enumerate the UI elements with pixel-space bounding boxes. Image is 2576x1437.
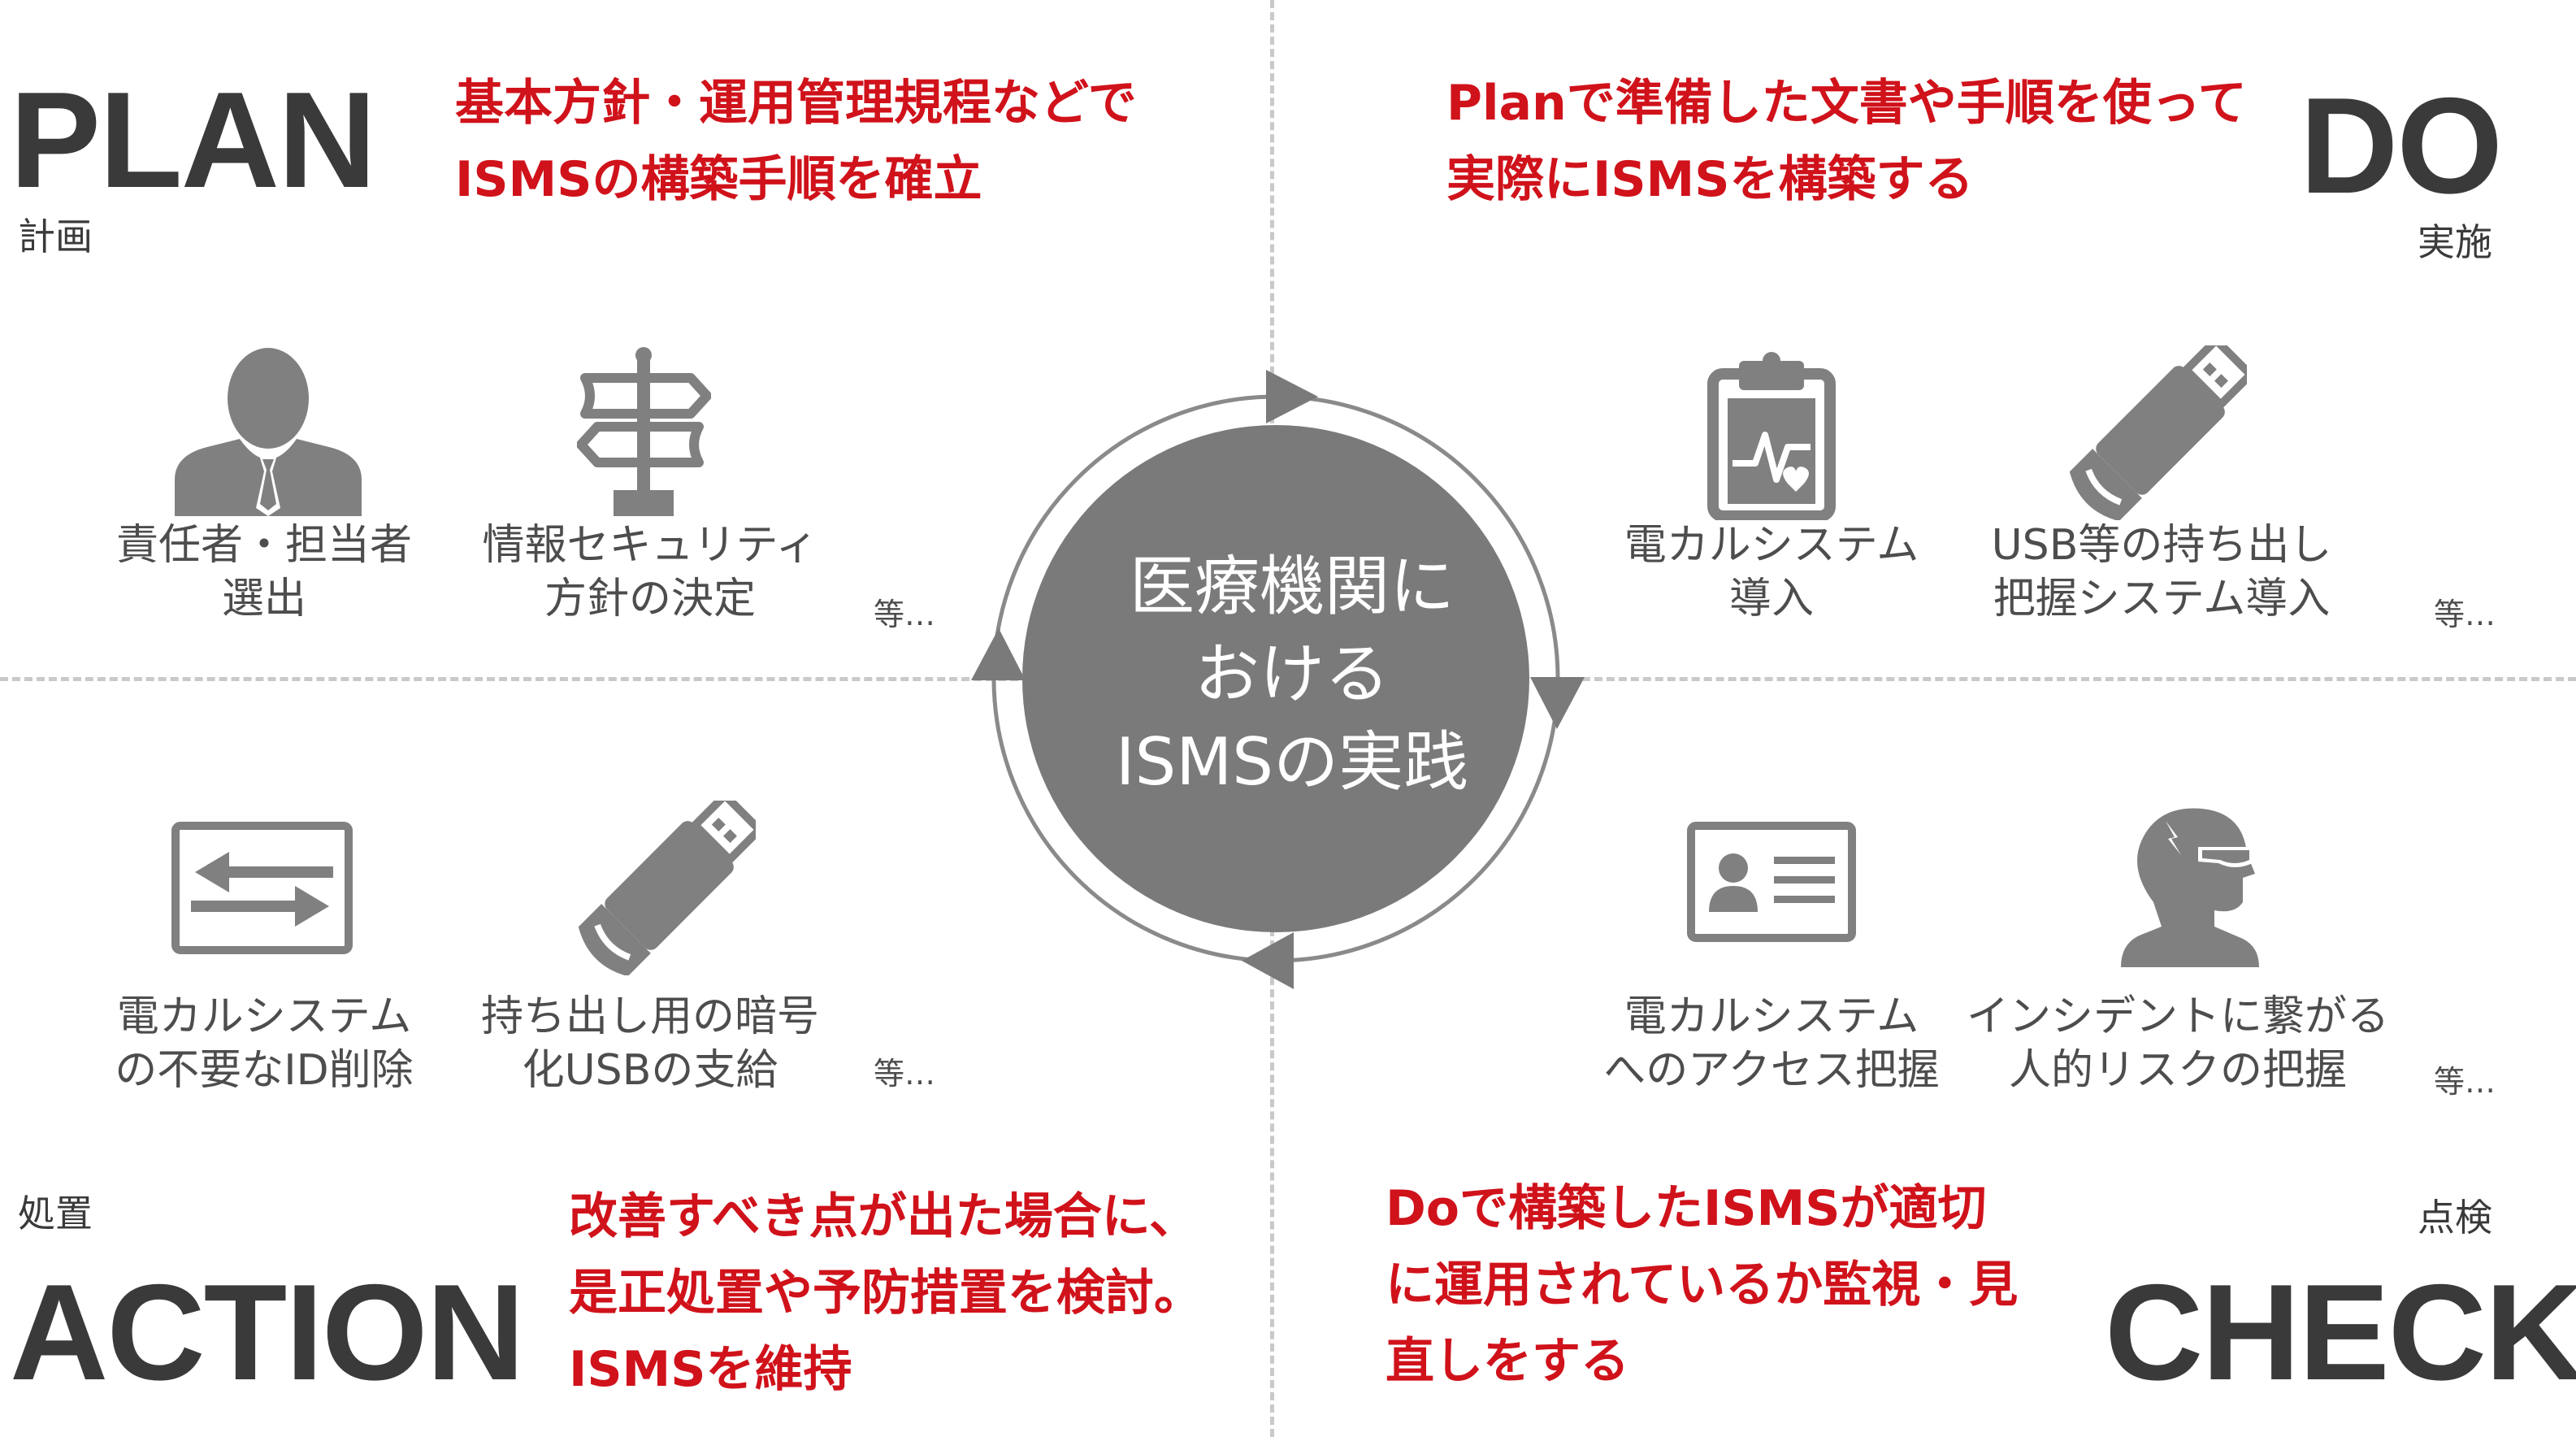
check-item-1-line-1: 電カルシステム [1624, 992, 1919, 1041]
do-title: DO [2300, 69, 2503, 222]
pdca-cycle [971, 370, 1585, 989]
center-disc [1022, 425, 1529, 932]
do-item-2-label: USB等の持ち出し 把握システム導入 [1967, 519, 2357, 626]
hacker-icon [2121, 808, 2259, 967]
clipboard-heart-icon [1707, 352, 1836, 520]
check-item-2-line-2: 人的リスクの把握 [2008, 1046, 2347, 1095]
center-line-2: おける [1195, 636, 1390, 712]
action-title: ACTION [10, 1256, 525, 1409]
plan-item-1-line-2: 選出 [221, 575, 306, 623]
check-title: CHECK [2105, 1256, 2576, 1409]
do-item-1-line-2: 導入 [1728, 575, 1814, 623]
check-etc: 等… [2434, 1064, 2496, 1100]
action-description: 改善すべき点が出た場合に、 是正処置や予防措置を検討。 ISMSを維持 [569, 1179, 1203, 1408]
plan-description: 基本方針・運用管理規程などで ISMSの構築手順を確立 [455, 65, 1137, 218]
check-item-2-label: インシデントに繋がる 人的リスクの把握 [1967, 990, 2389, 1097]
check-item-2-line-1: インシデントに繋がる [1967, 992, 2390, 1041]
exchange-arrows-icon [171, 822, 353, 954]
do-description-line-2: 実際にISMSを構築する [1446, 151, 1974, 208]
plan-item-2-label: 情報セキュリティ 方針の決定 [471, 519, 829, 626]
action-item-2-line-2: 化USBの支給 [522, 1046, 778, 1095]
do-item-1-label: 電カルシステム 導入 [1593, 519, 1950, 626]
usb-drive-icon [2069, 345, 2247, 520]
action-item-1-line-2: の不要なID削除 [115, 1046, 414, 1095]
plan-etc: 等… [874, 597, 936, 632]
check-description-line-2: に運用されているか監視・見 [1386, 1257, 2019, 1313]
check-subtitle: 点検 [2418, 1196, 2492, 1239]
plan-item-2-line-2: 方針の決定 [544, 575, 756, 623]
center-line-3: ISMSの実践 [1115, 724, 1469, 800]
plan-description-line-1: 基本方針・運用管理規程などで [455, 75, 1137, 132]
action-item-1-line-1: 電カルシステム [116, 992, 412, 1041]
center-title: 医療機関に おける ISMSの実践 [1028, 543, 1556, 806]
arrow-top-icon [1266, 370, 1318, 423]
check-item-1-line-2: へのアクセス把握 [1603, 1046, 1940, 1095]
do-item-2-line-2: 把握システム導入 [1993, 575, 2331, 623]
plan-item-2-line-1: 情報セキュリティ [482, 521, 818, 570]
plan-item-1-line-1: 責任者・担当者 [115, 521, 412, 570]
do-item-1-line-1: 電カルシステム [1624, 521, 1919, 570]
do-subtitle: 実施 [2418, 220, 2492, 264]
check-item-1-label: 電カルシステム へのアクセス把握 [1585, 990, 1958, 1097]
action-item-1-label: 電カルシステム の不要なID削除 [89, 990, 439, 1097]
arrow-bottom-icon [1242, 932, 1294, 989]
usb-drive-icon [578, 801, 756, 975]
arrow-right-icon [1530, 677, 1585, 729]
plan-subtitle: 計画 [18, 215, 93, 258]
signpost-icon [577, 347, 711, 516]
plan-item-1-label: 責任者・担当者 選出 [106, 519, 423, 626]
plan-title: PLAN [10, 63, 376, 216]
action-etc: 等… [874, 1056, 936, 1092]
action-subtitle: 処置 [18, 1192, 93, 1235]
center-line-1: 医療機関に [1130, 549, 1455, 624]
arrow-left-icon [971, 628, 1026, 680]
action-item-2-label: 持ち出し用の暗号 化USBの支給 [463, 990, 837, 1097]
action-item-2-line-1: 持ち出し用の暗号 [480, 992, 819, 1041]
do-item-2-line-1: USB等の持ち出し [1991, 521, 2332, 570]
check-description-line-3: 直しをする [1386, 1333, 1629, 1390]
action-description-line-2: 是正処置や予防措置を検討。 [569, 1265, 1203, 1322]
person-icon [175, 348, 362, 516]
action-description-line-3: ISMSを維持 [569, 1341, 852, 1398]
do-etc: 等… [2434, 597, 2496, 632]
do-description: Planで準備した文書や手順を使って 実際にISMSを構築する [1446, 65, 2247, 218]
action-description-line-1: 改善すべき点が出た場合に、 [569, 1188, 1198, 1245]
check-description: Doで構築したISMSが適切 に運用されているか監視・見 直しをする [1386, 1170, 2018, 1400]
check-description-line-1: Doで構築したISMSが適切 [1386, 1180, 1987, 1237]
do-description-line-1: Planで準備した文書や手順を使って [1446, 75, 2247, 132]
plan-description-line-2: ISMSの構築手順を確立 [455, 151, 982, 208]
id-card-icon [1687, 822, 1856, 942]
